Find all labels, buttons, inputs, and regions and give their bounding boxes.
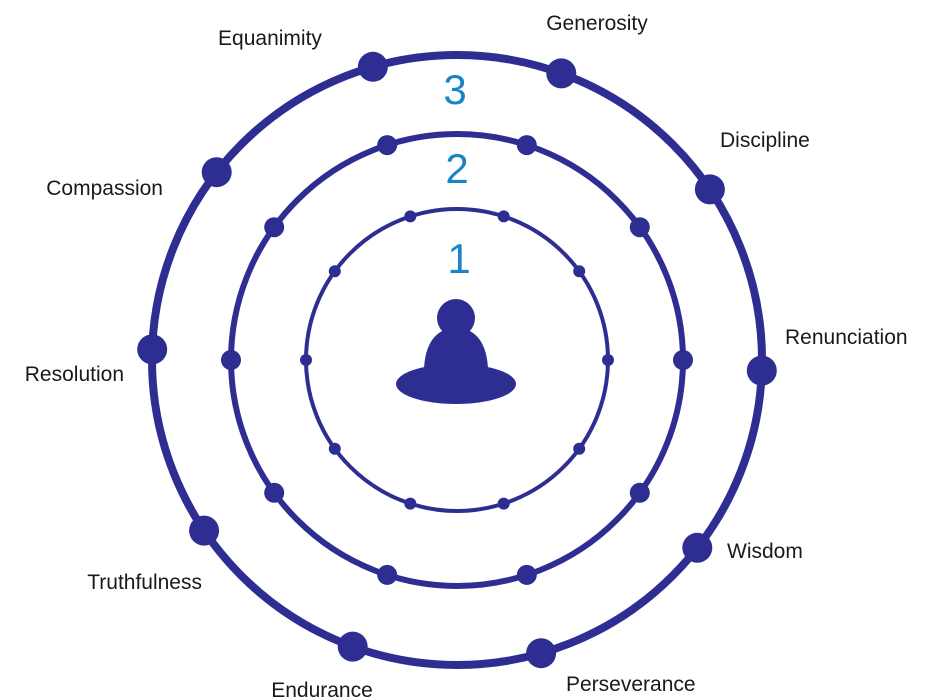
ring-1-dot bbox=[404, 497, 417, 510]
virtue-label-renunciation: Renunciation bbox=[785, 326, 908, 349]
ring-3-dot bbox=[189, 515, 220, 546]
ring-2-dot bbox=[516, 135, 537, 156]
ring-1-dot bbox=[300, 354, 312, 366]
virtue-label-equanimity: Equanimity bbox=[218, 27, 322, 50]
ring-1-dot bbox=[497, 210, 510, 223]
virtue-labels: Generosity Discipline Renunciation Wisdo… bbox=[25, 12, 908, 700]
meditating-figure-icon bbox=[396, 299, 516, 404]
ring-2-dot bbox=[221, 350, 241, 370]
ring-2-dot bbox=[377, 564, 398, 585]
ring-2-dot bbox=[516, 564, 537, 585]
virtue-label-endurance: Endurance bbox=[271, 679, 373, 700]
ring-2-dot bbox=[673, 350, 693, 370]
ring-2-dot bbox=[264, 482, 285, 503]
ring-3-dot bbox=[682, 532, 713, 563]
ring-3-dot bbox=[201, 157, 232, 188]
ring-2-dot bbox=[629, 482, 650, 503]
ring-3-dot bbox=[694, 174, 725, 205]
virtue-label-discipline: Discipline bbox=[720, 129, 810, 152]
ring-1-dot bbox=[328, 442, 341, 455]
ring-2-dot bbox=[377, 135, 398, 156]
ring-3-dot bbox=[357, 51, 388, 82]
ring-3-dot bbox=[546, 58, 577, 89]
ring-number-1: 1 bbox=[447, 235, 470, 282]
virtue-label-resolution: Resolution bbox=[25, 363, 124, 386]
ring-1-dot bbox=[497, 497, 510, 510]
ring-number-2: 2 bbox=[445, 145, 468, 192]
ring-3-dot bbox=[137, 334, 168, 365]
ring-1-dot bbox=[328, 265, 341, 278]
virtue-label-compassion: Compassion bbox=[46, 177, 163, 200]
ring-3-dot bbox=[337, 631, 368, 662]
dots-layer bbox=[137, 51, 777, 669]
ring-2-dot bbox=[264, 217, 285, 238]
ring-1-dot bbox=[573, 442, 586, 455]
virtue-label-truthfulness: Truthfulness bbox=[87, 571, 202, 594]
ring-3-dot bbox=[746, 355, 777, 386]
ring-1-dot bbox=[404, 210, 417, 223]
virtue-label-perseverance: Perseverance bbox=[566, 673, 696, 696]
ring-1-dot bbox=[573, 265, 586, 278]
virtue-label-wisdom: Wisdom bbox=[727, 540, 803, 563]
ring-1-dot bbox=[602, 354, 614, 366]
virtue-label-generosity: Generosity bbox=[546, 12, 648, 35]
ring-3-dot bbox=[526, 638, 557, 669]
ring-number-3: 3 bbox=[443, 66, 466, 113]
ring-2-dot bbox=[629, 217, 650, 238]
